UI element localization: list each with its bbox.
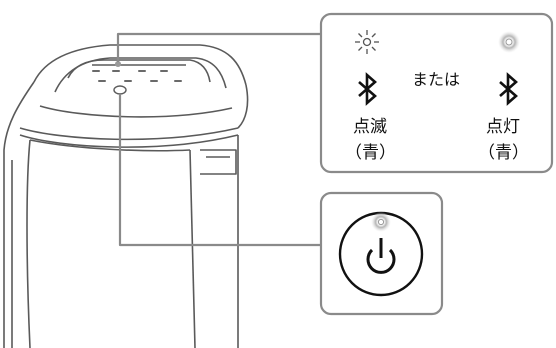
lit-color-label: （青） [478, 143, 529, 163]
lit-label: 点灯 [486, 117, 520, 137]
power-indicator-light [371, 212, 391, 232]
power-icon [366, 238, 396, 274]
speaker-top-indicator [115, 61, 121, 67]
speaker-body [3, 44, 249, 348]
bluetooth-icon [499, 72, 518, 106]
top-panel-buttons [92, 70, 182, 82]
lit-light-icon [498, 31, 520, 53]
callout-lines [116, 32, 322, 247]
or-label: または [411, 70, 460, 89]
blinking-light-icon [355, 30, 379, 54]
indicator-callout-box [319, 12, 554, 174]
speaker-power-button [113, 85, 127, 95]
bluetooth-icon [358, 72, 377, 106]
blinking-color-label: （青） [345, 143, 396, 163]
blinking-label: 点滅 [353, 117, 387, 137]
